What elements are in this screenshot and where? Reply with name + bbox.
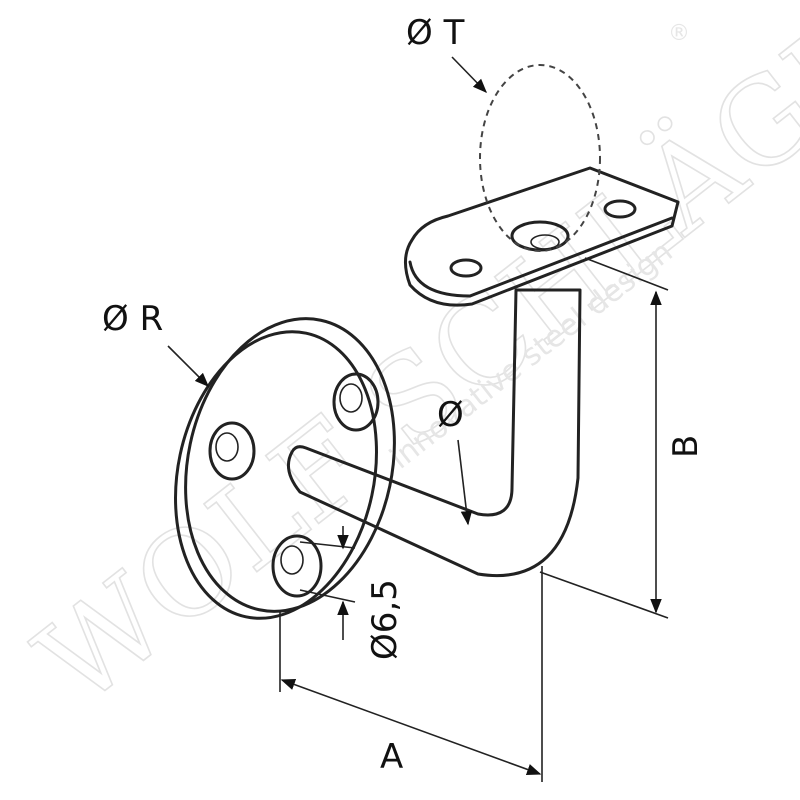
- label-hole-diameter: Ø6,5: [365, 579, 405, 660]
- leader-diameter-r: [167, 345, 210, 388]
- dimension-b: [539, 257, 669, 619]
- saddle-plate: [404, 166, 680, 307]
- leader-diameter-rod: [457, 439, 473, 526]
- watermark: WOLF SCHLÄGER innovative steel design ®: [11, 0, 800, 733]
- mounting-hole-bottom: [271, 534, 323, 598]
- label-diameter-r: Ø R: [102, 299, 163, 339]
- leader-diameter-t: [451, 56, 488, 94]
- label-dimension-a: A: [380, 737, 403, 777]
- mounting-hole-top: [332, 372, 380, 432]
- saddle-hole-right: [603, 199, 637, 219]
- handrail-profile-dashed: [479, 64, 601, 252]
- wall-flange: [174, 317, 396, 620]
- label-dimension-b: B: [666, 435, 706, 458]
- support-rod: [286, 288, 582, 577]
- label-diameter-rod: Ø: [437, 395, 464, 435]
- watermark-reg-mark: ®: [668, 21, 690, 46]
- label-diameter-t: Ø T: [406, 13, 465, 53]
- dimension-hole: [299, 526, 356, 640]
- saddle-hole-left: [449, 258, 483, 278]
- mounting-hole-left: [208, 421, 256, 481]
- dimension-a: [279, 566, 543, 782]
- watermark-brand: WOLF SCHLÄGER: [12, 0, 800, 732]
